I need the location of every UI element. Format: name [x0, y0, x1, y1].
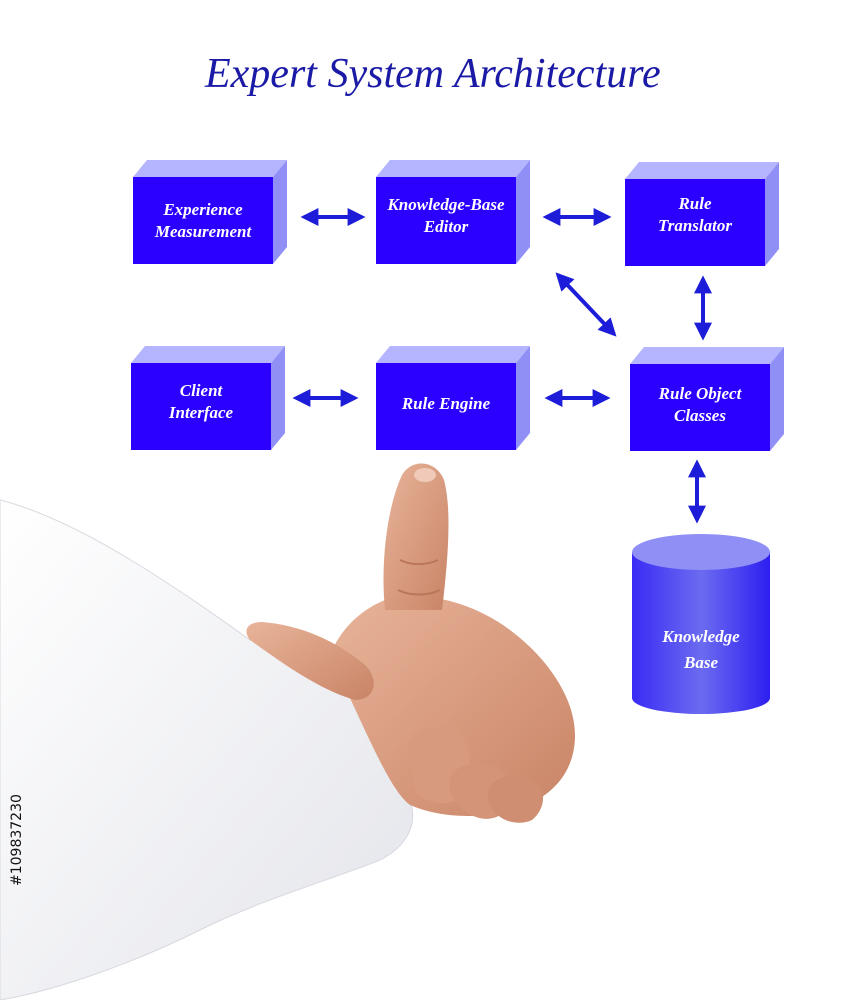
client-interface-box [131, 346, 285, 450]
rule-translator-box [625, 162, 779, 266]
rule-engine-label: Rule Engine [401, 393, 491, 413]
knowledge-base-cylinder [632, 534, 770, 714]
shirt-sleeve [0, 499, 414, 1000]
arrow-editor-objectclasses [555, 272, 617, 337]
rule-translator-label: Rule Translator [657, 194, 732, 235]
knowledge-base-label: Knowledge Base [662, 627, 740, 672]
diagram-title: Expert System Architecture [205, 51, 661, 97]
rule-engine-box [376, 346, 530, 450]
rule-object-classes-label: Rule Object Classes [658, 383, 742, 425]
experience-measurement-box [133, 160, 287, 264]
rule-object-classes-box [630, 347, 784, 451]
experience-measurement-label: Experience Measurement [154, 199, 252, 241]
knowledge-base-editor-label: Knowledge-Base Editor [387, 194, 505, 236]
pointing-hand-image [246, 463, 575, 823]
stock-image-id: #109837230 [9, 794, 25, 886]
knowledge-base-editor-box [376, 160, 530, 264]
client-interface-label: Client Interface [168, 380, 234, 422]
